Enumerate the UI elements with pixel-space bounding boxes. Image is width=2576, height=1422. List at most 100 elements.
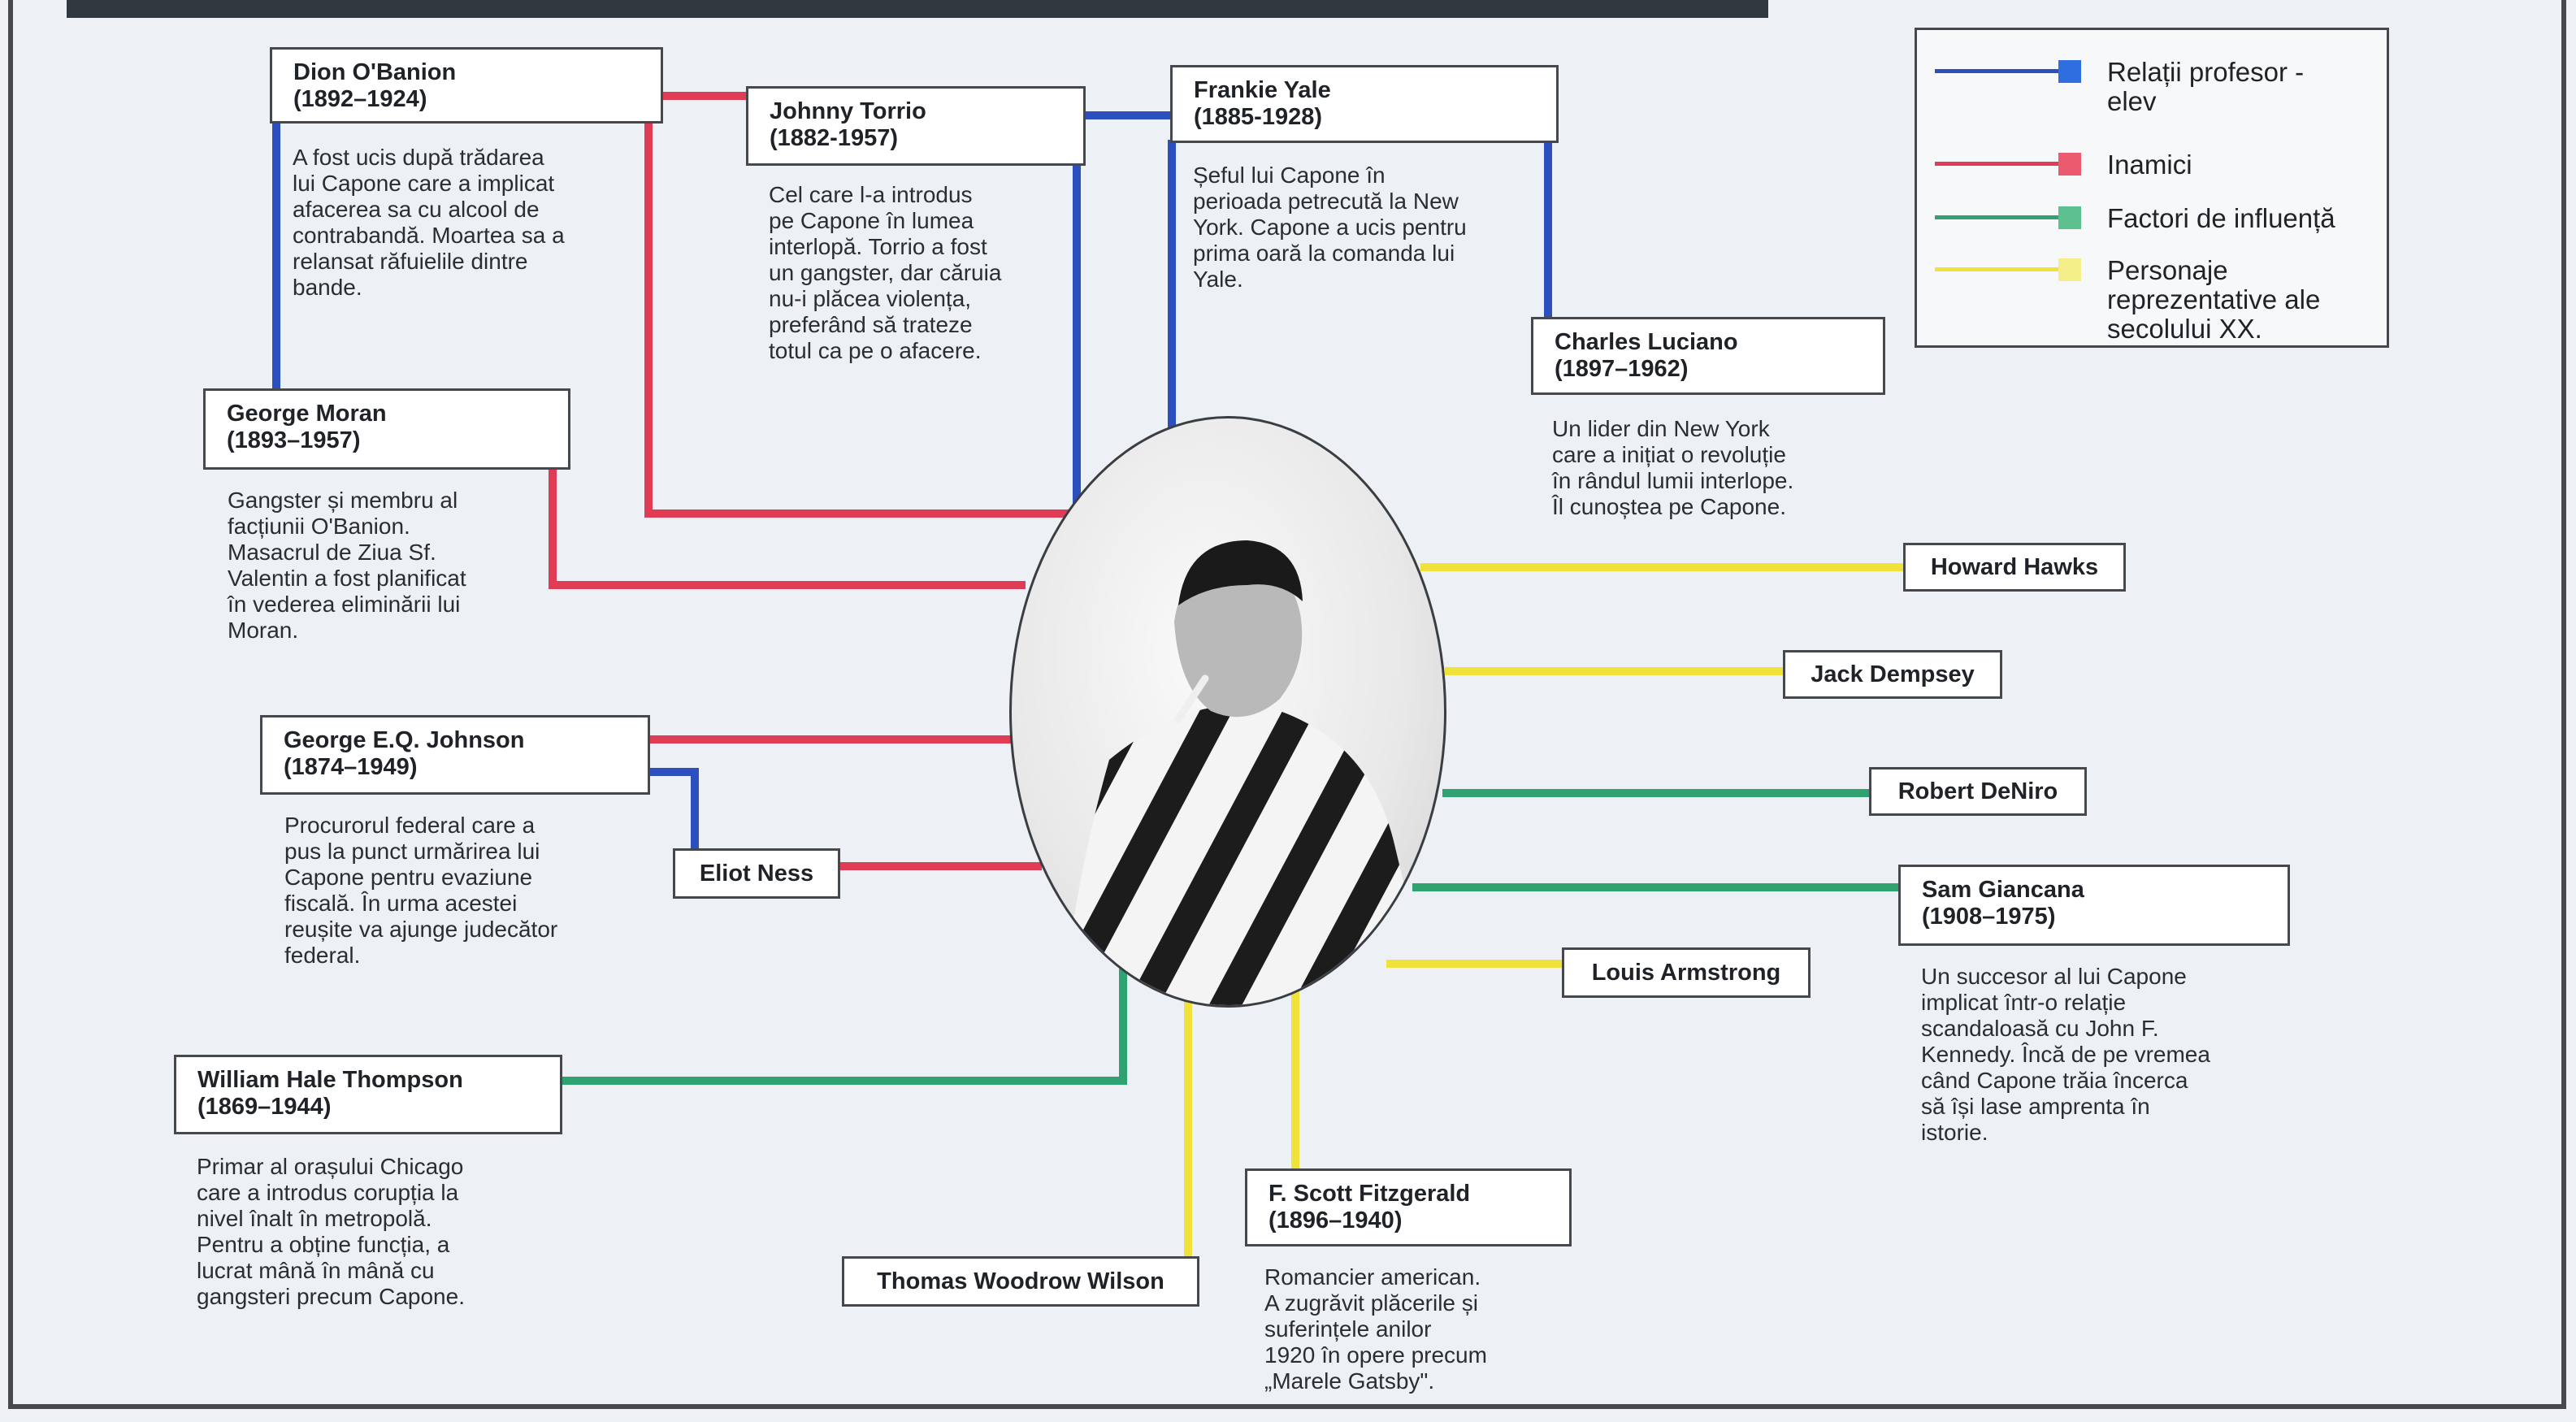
desc-line: Primar al orașului Chicago — [197, 1154, 464, 1179]
person-box-william-hale-thompson: William Hale Thompson (1869–1944) — [174, 1055, 562, 1134]
header-bar — [67, 0, 1768, 18]
desc-line: implicat într-o relație — [1921, 990, 2127, 1015]
person-box-george-moran: George Moran (1893–1957) — [203, 388, 570, 470]
legend-label-line: Inamici — [2107, 150, 2192, 180]
desc-line: contrabandă. Moartea sa a — [293, 223, 565, 248]
person-name: Thomas Woodrow Wilson — [877, 1268, 1164, 1294]
desc-line: în vederea eliminării lui — [228, 592, 461, 617]
person-box-f-scott-fitzgerald: F. Scott Fitzgerald (1896–1940) — [1245, 1168, 1572, 1246]
person-name: Johnny Torrio — [770, 98, 926, 124]
person-years: (1897–1962) — [1555, 356, 1689, 382]
person-box-howard-hawks: Howard Hawks — [1903, 543, 2126, 592]
legend-label-line: secolului XX. — [2107, 314, 2262, 344]
legend-line-blue — [1935, 69, 2060, 73]
person-desc-william-hale-thompson: Primar al orașului Chicago care a introd… — [197, 1154, 465, 1310]
person-name: Howard Hawks — [1930, 553, 2099, 580]
link-johnson-ness — [650, 768, 699, 853]
desc-line: Îl cunoștea pe Capone. — [1552, 494, 1786, 519]
person-name: George E.Q. Johnson — [284, 727, 525, 753]
desc-line: Masacrul de Ziua Sf. — [228, 540, 436, 565]
desc-line: care a inițiat o revoluție — [1552, 442, 1786, 467]
legend-line-green — [1935, 215, 2060, 219]
person-box-jack-dempsey: Jack Dempsey — [1783, 650, 2002, 699]
person-years: (1885-1928) — [1194, 104, 1322, 130]
desc-line: York. Capone a ucis pentru — [1193, 215, 1467, 240]
desc-line: totul ca pe o afacere. — [769, 338, 982, 363]
person-box-eliot-ness: Eliot Ness — [673, 848, 840, 899]
desc-line: nivel înalt în metropolă. — [197, 1206, 432, 1231]
link-moran-capone — [549, 468, 1026, 589]
desc-line: istorie. — [1921, 1120, 1988, 1145]
person-box-sam-giancana: Sam Giancana (1908–1975) — [1898, 865, 2290, 946]
legend-label-line: Relații profesor - — [2107, 57, 2305, 87]
desc-line: pus la punct urmărirea lui — [284, 839, 540, 864]
desc-line: nu-i plăcea violența, — [769, 286, 972, 311]
desc-line: să își lase amprenta în — [1921, 1094, 2150, 1119]
capone-portrait — [1009, 416, 1446, 1008]
legend-label: Factori de influență — [2107, 204, 2335, 233]
link-dion-capone — [644, 122, 1073, 518]
person-desc-charles-luciano: Un lider din New York care a inițiat o r… — [1552, 416, 1793, 520]
desc-line: federal. — [284, 943, 361, 968]
legend-line-yellow — [1935, 267, 2060, 271]
person-name: Charles Luciano — [1555, 329, 1738, 355]
legend-swatch-green — [2058, 206, 2081, 229]
person-box-johnny-torrio: Johnny Torrio (1882-1957) — [746, 86, 1086, 166]
legend-label: Relații profesor - elev — [2107, 58, 2304, 116]
person-name: F. Scott Fitzgerald — [1268, 1181, 1471, 1207]
desc-line: Șeful lui Capone în — [1193, 163, 1386, 188]
desc-line: când Capone trăia încerca — [1921, 1068, 2188, 1093]
person-desc-frankie-yale: Șeful lui Capone în perioada petrecută l… — [1193, 163, 1467, 293]
person-box-thomas-woodrow-wilson: Thomas Woodrow Wilson — [842, 1256, 1199, 1307]
desc-line: scandaloasă cu John F. — [1921, 1016, 2159, 1041]
person-name: Louis Armstrong — [1591, 959, 1781, 986]
link-thompson-capone — [561, 967, 1127, 1085]
desc-line: Un succesor al lui Capone — [1921, 964, 2187, 989]
person-name: Frankie Yale — [1194, 77, 1331, 103]
person-box-george-eq-johnson: George E.Q. Johnson (1874–1949) — [260, 715, 650, 795]
desc-line: relansat răfuielile dintre — [293, 249, 528, 274]
person-name: George Moran — [227, 401, 387, 427]
person-desc-dion-obanion: A fost ucis după trădarea lui Capone car… — [293, 145, 565, 301]
desc-line: Cel care l-a introdus — [769, 182, 973, 207]
person-years: (1893–1957) — [227, 427, 361, 453]
desc-line: Gangster și membru al — [228, 488, 458, 513]
person-desc-george-moran: Gangster și membru al facțiunii O'Banion… — [228, 488, 466, 644]
desc-line: preferând să trateze — [769, 312, 973, 337]
person-name: Sam Giancana — [1922, 877, 2084, 903]
legend-label: Personaje reprezentative ale secolului X… — [2107, 256, 2320, 344]
desc-line: care a introdus corupția la — [197, 1180, 459, 1205]
desc-line: Capone pentru evaziune — [284, 865, 533, 890]
legend-swatch-blue — [2058, 60, 2081, 83]
desc-line: A fost ucis după trădarea — [293, 145, 544, 170]
desc-line: lucrat mână în mână cu — [197, 1258, 435, 1283]
desc-line: „Marele Gatsby". — [1264, 1368, 1435, 1394]
person-years: (1882-1957) — [770, 125, 898, 151]
legend-label-line: Personaje — [2107, 255, 2228, 285]
person-desc-f-scott-fitzgerald: Romancier american. A zugrăvit plăcerile… — [1264, 1264, 1487, 1394]
desc-line: Yale. — [1193, 267, 1243, 292]
person-desc-sam-giancana: Un succesor al lui Capone implicat într-… — [1921, 964, 2210, 1146]
person-box-robert-deniro: Robert DeNiro — [1869, 767, 2087, 816]
person-box-frankie-yale: Frankie Yale (1885-1928) — [1170, 65, 1559, 143]
legend-swatch-red — [2058, 153, 2081, 176]
person-years: (1908–1975) — [1922, 904, 2056, 930]
person-years: (1896–1940) — [1268, 1207, 1403, 1233]
desc-line: prima oară la comanda lui — [1193, 241, 1455, 266]
person-name: William Hale Thompson — [197, 1067, 463, 1093]
desc-line: în rândul lumii interlope. — [1552, 468, 1794, 493]
person-years: (1874–1949) — [284, 754, 418, 780]
desc-line: Un lider din New York — [1552, 416, 1770, 441]
legend-label: Inamici — [2107, 150, 2192, 180]
desc-line: afacerea sa cu alcool de — [293, 197, 540, 222]
person-name: Jack Dempsey — [1811, 661, 1975, 687]
person-desc-johnny-torrio: Cel care l-a introdus pe Capone în lumea… — [769, 182, 1001, 364]
person-desc-george-eq-johnson: Procurorul federal care a pus la punct u… — [284, 813, 557, 969]
desc-line: un gangster, dar căruia — [769, 260, 1002, 285]
desc-line: Pentru a obține funcția, a — [197, 1232, 450, 1257]
legend-label-line: elev — [2107, 86, 2157, 116]
desc-line: bande. — [293, 275, 362, 300]
person-years: (1892–1924) — [293, 86, 427, 112]
desc-line: fiscală. În urma acestei — [284, 891, 518, 916]
